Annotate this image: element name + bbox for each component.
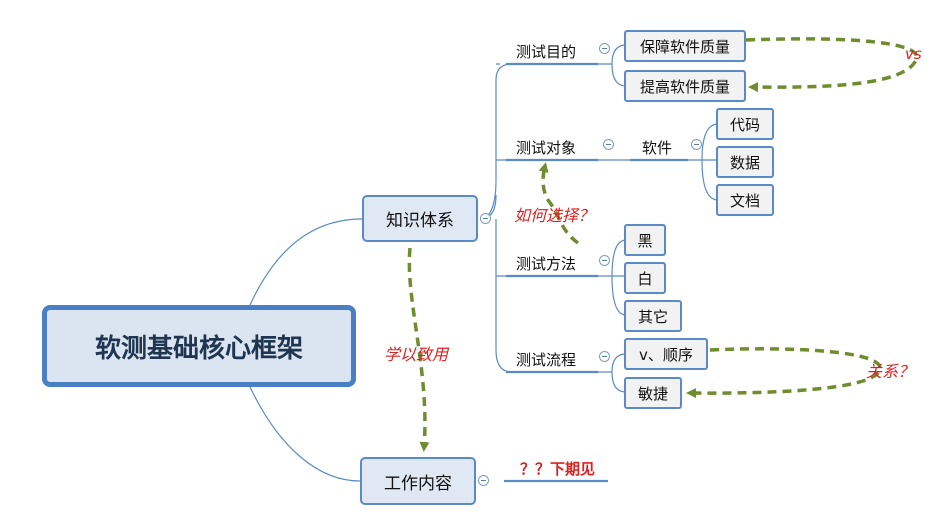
leaf-object-0[interactable]: 代码 bbox=[716, 108, 774, 140]
branch-work[interactable]: 工作内容 bbox=[360, 457, 476, 505]
leaf-label: 敏捷 bbox=[637, 384, 668, 403]
leaf-method-0[interactable]: 黑 bbox=[624, 224, 666, 256]
annotation-vs: vs bbox=[905, 45, 922, 63]
leaf-process-1[interactable]: 敏捷 bbox=[624, 377, 682, 409]
collapse-toggle-object[interactable] bbox=[603, 139, 614, 150]
leaf-label: v、顺序 bbox=[639, 345, 693, 364]
topic-process[interactable]: 测试流程 bbox=[516, 351, 577, 369]
connector-root-work bbox=[249, 386, 361, 482]
collapse-toggle-method[interactable] bbox=[599, 255, 610, 266]
leaf-process-0[interactable]: v、顺序 bbox=[624, 338, 708, 370]
topic-method[interactable]: 测试方法 bbox=[516, 255, 577, 273]
collapse-toggle-process[interactable] bbox=[599, 351, 610, 362]
leaf-object-1[interactable]: 数据 bbox=[716, 146, 774, 178]
leaf-label: 黑 bbox=[637, 231, 653, 250]
topic-software[interactable]: 软件 bbox=[642, 139, 673, 157]
leaf-method-2[interactable]: 其它 bbox=[624, 300, 682, 332]
connector-root-knowledge bbox=[249, 218, 363, 306]
leaf-object-2[interactable]: 文档 bbox=[716, 184, 774, 216]
relation-arrow-relation bbox=[686, 347, 882, 399]
annotation-how-choose: 如何选择？ bbox=[514, 206, 595, 225]
topic-purpose[interactable]: 测试目的 bbox=[516, 43, 577, 61]
leaf-label: 文档 bbox=[729, 191, 760, 210]
leaf-label: 数据 bbox=[729, 153, 760, 172]
relation-arrow-vs bbox=[745, 37, 919, 93]
leaf-label: 其它 bbox=[637, 307, 668, 326]
leaf-label: 保障软件质量 bbox=[639, 37, 730, 56]
leaf-purpose-1[interactable]: 提高软件质量 bbox=[624, 70, 746, 102]
collapse-toggle-work[interactable] bbox=[478, 475, 489, 486]
topic-object[interactable]: 测试对象 bbox=[516, 139, 577, 157]
connector-knowledge-topics bbox=[479, 63, 513, 373]
leaf-label: 提高软件质量 bbox=[639, 77, 730, 96]
relation-arrow-apply bbox=[407, 247, 430, 452]
collapse-toggle-knowledge[interactable] bbox=[480, 213, 491, 224]
branch-work-label: 工作内容 bbox=[384, 473, 452, 494]
collapse-toggle-software[interactable] bbox=[691, 139, 702, 150]
leaf-purpose-0[interactable]: 保障软件质量 bbox=[624, 30, 746, 62]
root-node[interactable]: 软测基础核心框架 bbox=[42, 305, 356, 387]
collapse-toggle-purpose[interactable] bbox=[599, 43, 610, 54]
leaf-method-1[interactable]: 白 bbox=[624, 262, 666, 294]
annotation-todo: ？？下期见 bbox=[520, 460, 596, 478]
leaf-label: 代码 bbox=[729, 115, 760, 134]
annotation-apply: 学以致用 bbox=[384, 345, 449, 364]
leaf-label: 白 bbox=[637, 269, 653, 288]
annotation-relation: 关系？ bbox=[866, 362, 915, 381]
branch-knowledge-label: 知识体系 bbox=[386, 211, 454, 231]
branch-knowledge[interactable]: 知识体系 bbox=[362, 195, 478, 242]
root-label: 软测基础核心框架 bbox=[94, 333, 303, 364]
relation-arrow-how-choose bbox=[538, 162, 580, 245]
